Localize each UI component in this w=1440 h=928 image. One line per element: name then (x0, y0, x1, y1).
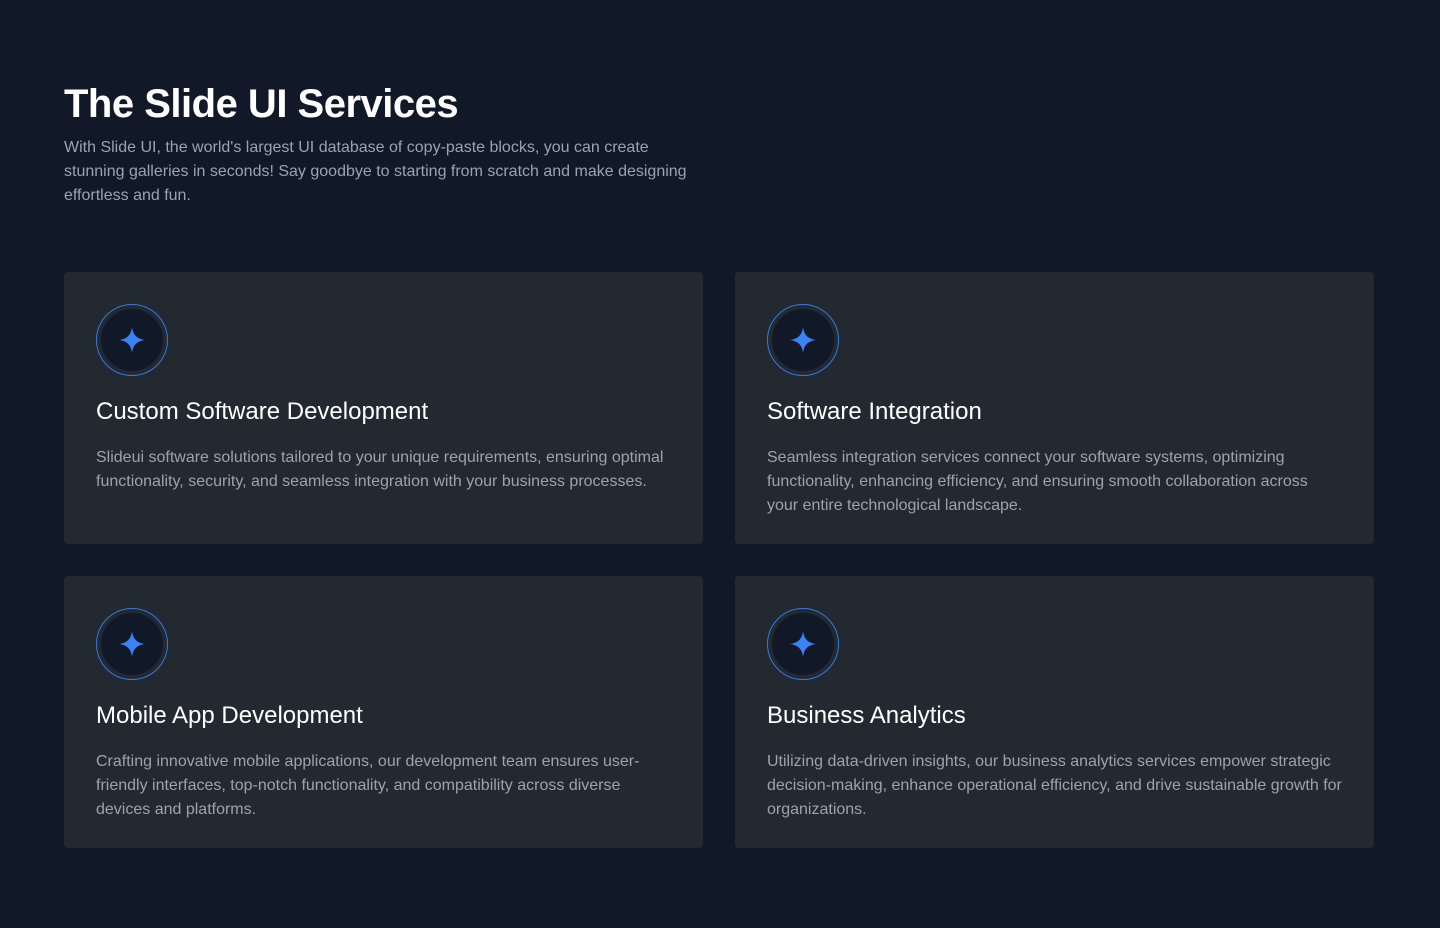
service-title: Custom Software Development (96, 398, 429, 425)
service-description: Slideui software solutions tailored to y… (96, 449, 664, 490)
service-title: Software Integration (767, 398, 982, 425)
sparkle-icon-badge (96, 608, 168, 680)
page-subtitle: With Slide UI, the world's largest UI da… (64, 139, 687, 204)
service-title: Mobile App Development (96, 702, 363, 729)
service-description: Utilizing data-driven insights, our busi… (767, 753, 1342, 818)
section-header: The Slide UI Services With Slide UI, the… (64, 80, 704, 208)
service-card-mobile-app-development: Mobile App Development Crafting innovati… (64, 576, 703, 848)
sparkle-icon (790, 631, 816, 657)
sparkle-icon (119, 631, 145, 657)
page-title: The Slide UI Services (64, 82, 459, 126)
sparkle-icon-badge (767, 304, 839, 376)
service-card-custom-software-development: Custom Software Development Slideui soft… (64, 272, 703, 544)
services-grid: Custom Software Development Slideui soft… (64, 272, 1374, 848)
sparkle-icon (790, 327, 816, 353)
service-card-software-integration: Software Integration Seamless integratio… (735, 272, 1374, 544)
service-card-business-analytics: Business Analytics Utilizing data-driven… (735, 576, 1374, 848)
sparkle-icon-badge (767, 608, 839, 680)
service-description: Crafting innovative mobile applications,… (96, 753, 640, 818)
sparkle-icon (119, 327, 145, 353)
sparkle-icon-badge (96, 304, 168, 376)
service-description: Seamless integration services connect yo… (767, 449, 1308, 514)
service-title: Business Analytics (767, 702, 966, 729)
